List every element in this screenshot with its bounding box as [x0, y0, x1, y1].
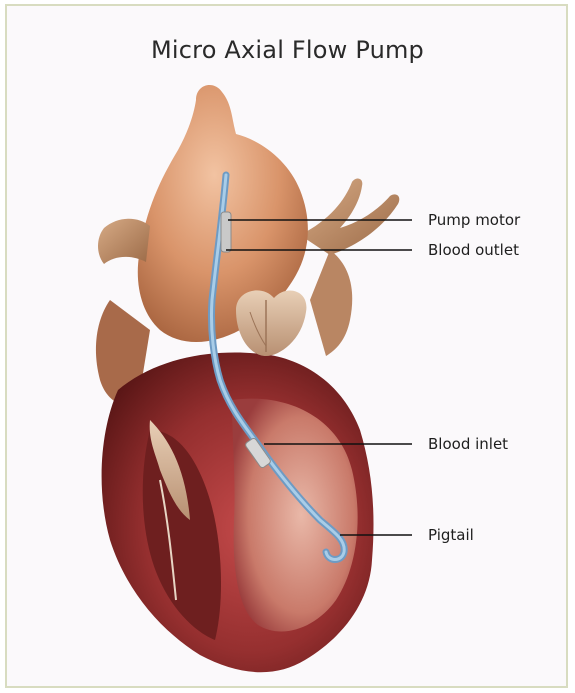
pulmonary-vessels [300, 179, 399, 356]
label-pump-motor: Pump motor [428, 211, 520, 229]
label-blood-inlet: Blood inlet [428, 435, 508, 453]
label-blood-outlet: Blood outlet [428, 241, 519, 259]
left-branch [98, 219, 150, 264]
label-pigtail: Pigtail [428, 526, 474, 544]
aortic-valve [236, 290, 306, 356]
